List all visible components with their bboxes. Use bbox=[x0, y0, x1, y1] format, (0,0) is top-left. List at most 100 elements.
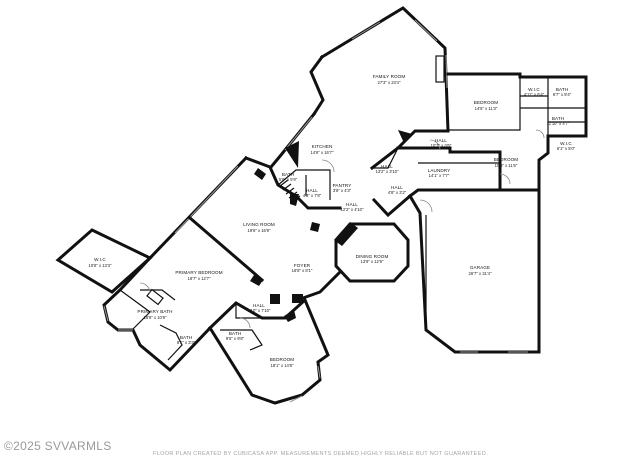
window bbox=[174, 165, 239, 234]
svg-text:27'3" x 23'4": 27'3" x 23'4" bbox=[378, 80, 401, 85]
svg-text:HALL: HALL bbox=[391, 185, 403, 190]
floor-plan-disclaimer: FLOOR PLAN CREATED BY CUBICASA APP. MEAS… bbox=[153, 451, 488, 457]
svg-text:14'1" x 7'7": 14'1" x 7'7" bbox=[429, 173, 450, 178]
room-label-dining-room: DINING ROOM 13'9" x 12'9" bbox=[356, 254, 389, 264]
door-swing bbox=[535, 129, 545, 139]
room-label-laundry: LAUNDRY 14'1" x 7'7" bbox=[428, 168, 451, 178]
svg-text:W.I.C: W.I.C bbox=[528, 87, 540, 92]
svg-text:LAUNDRY: LAUNDRY bbox=[428, 168, 451, 173]
foyer-south-wall bbox=[301, 269, 343, 300]
svg-text:LIVING ROOM: LIVING ROOM bbox=[243, 222, 275, 227]
svg-text:4'3" x 7'8": 4'3" x 7'8" bbox=[303, 193, 322, 198]
room-label-wic-ne: W.I.C 4'11" x 6'4" bbox=[524, 87, 545, 97]
room-label-bedroom-e: BEDROOM 15'9" x 11'6" bbox=[494, 157, 518, 168]
hall-wall bbox=[235, 303, 262, 319]
room-label-hall-pantry: HALL 12'2" x 4'10" bbox=[341, 202, 364, 212]
svg-text:16'8" x 8'1": 16'8" x 8'1" bbox=[292, 268, 313, 273]
svg-text:BATH: BATH bbox=[229, 331, 241, 336]
svg-text:10'8" x 13'3": 10'8" x 13'3" bbox=[89, 263, 112, 268]
bath-wall bbox=[547, 77, 586, 109]
svg-text:BATH: BATH bbox=[552, 116, 564, 121]
room-label-bath-s: BATH 9'6" x 9'8" bbox=[226, 331, 245, 341]
room-label-bath-sw: BATH 8'1" x 3'3" bbox=[177, 335, 196, 345]
window bbox=[284, 116, 313, 151]
vanity bbox=[146, 288, 164, 306]
svg-text:HALL: HALL bbox=[381, 164, 393, 169]
svg-text:HALL: HALL bbox=[435, 138, 447, 143]
room-label-kitchen: KITCHEN 14'6" x 16'7" bbox=[311, 144, 334, 155]
svg-text:HALL: HALL bbox=[346, 202, 358, 207]
hall-wall bbox=[372, 147, 399, 169]
door-swing bbox=[321, 159, 335, 173]
laundry-walls bbox=[396, 146, 502, 199]
svg-text:18'8" x 10'8": 18'8" x 10'8" bbox=[144, 315, 167, 320]
window bbox=[317, 365, 321, 379]
svg-text:4'8" x 3'2": 4'8" x 3'2" bbox=[388, 190, 407, 195]
svg-text:FOYER: FOYER bbox=[294, 263, 311, 268]
family-room-walls bbox=[319, 6, 450, 171]
family-room-west-wall bbox=[309, 54, 325, 117]
room-label-hall-sw: HALL 5'10" x 7'10" bbox=[248, 303, 271, 313]
svg-text:HALL: HALL bbox=[253, 303, 265, 308]
closet-wall bbox=[140, 289, 176, 301]
column bbox=[334, 222, 358, 246]
svg-text:BATH: BATH bbox=[282, 172, 294, 177]
door-swing bbox=[499, 173, 511, 185]
bedroom-ne-wall bbox=[448, 77, 521, 131]
svg-text:8'1" x 3'3": 8'1" x 3'3" bbox=[177, 340, 196, 345]
column bbox=[254, 168, 266, 180]
bath-s-wall bbox=[220, 329, 263, 351]
room-label-bath-ne-2: BATH 11'10" x 4'7" bbox=[547, 116, 570, 126]
svg-text:19'6" x 16'9": 19'6" x 16'9" bbox=[248, 228, 271, 233]
bath-wall bbox=[520, 107, 549, 136]
svg-text:11'10" x 4'7": 11'10" x 4'7" bbox=[547, 121, 570, 126]
column bbox=[270, 294, 280, 304]
svg-text:HALL: HALL bbox=[306, 188, 318, 193]
window bbox=[103, 305, 109, 322]
svg-text:PRIMARY BEDROOM: PRIMARY BEDROOM bbox=[175, 270, 222, 275]
svg-text:26'7" x 31'4": 26'7" x 31'4" bbox=[469, 271, 492, 276]
window bbox=[351, 21, 381, 40]
column bbox=[284, 310, 296, 322]
copyright-watermark: ©2025 SVVARMLS bbox=[4, 439, 112, 453]
column bbox=[310, 222, 320, 232]
svg-text:DINING ROOM: DINING ROOM bbox=[356, 254, 389, 259]
room-label-bedroom-s: BEDROOM 18'1" x 14'8" bbox=[270, 357, 294, 368]
primary-bath-wall bbox=[119, 289, 151, 331]
svg-text:3'8" x 4'3": 3'8" x 4'3" bbox=[333, 188, 352, 193]
svg-text:5'10" x 7'10": 5'10" x 7'10" bbox=[248, 308, 271, 313]
svg-text:FAMILY ROOM: FAMILY ROOM bbox=[373, 74, 406, 79]
svg-text:12'2" x 4'10": 12'2" x 4'10" bbox=[341, 207, 364, 212]
room-label-hall-ne: HALL 10'7" x 3'6" bbox=[431, 138, 452, 148]
svg-text:6'7" x 8'4": 6'7" x 8'4" bbox=[553, 92, 572, 97]
dining-entry-wall bbox=[371, 193, 413, 218]
svg-text:PANTRY: PANTRY bbox=[333, 183, 352, 188]
svg-text:KITCHEN: KITCHEN bbox=[312, 144, 333, 149]
steps bbox=[279, 179, 301, 203]
window bbox=[289, 395, 303, 403]
fireplace bbox=[435, 55, 445, 83]
south-bedroom-walls bbox=[207, 297, 330, 405]
column bbox=[250, 275, 263, 286]
room-label-bath-ne: BATH 6'7" x 8'4" bbox=[553, 87, 572, 97]
room-label-foyer: FOYER 16'8" x 8'1" bbox=[292, 263, 313, 273]
hall-walls bbox=[277, 169, 331, 200]
counter-block bbox=[398, 130, 412, 143]
svg-text:15'9" x 11'6": 15'9" x 11'6" bbox=[495, 163, 518, 168]
room-label-hall-small: HALL 4'8" x 3'2" bbox=[388, 185, 407, 195]
kitchen-counter bbox=[285, 141, 299, 168]
living-room-north-wall bbox=[244, 156, 342, 210]
svg-text:W.I.C: W.I.C bbox=[560, 141, 572, 146]
room-label-primary-bedroom: PRIMARY BEDROOM 18'7" x 12'7" bbox=[175, 270, 222, 281]
room-label-family-room: FAMILY ROOM 27'3" x 23'4" bbox=[373, 74, 406, 85]
ne-wing-walls bbox=[446, 72, 588, 192]
svg-text:10'7" x 3'6": 10'7" x 3'6" bbox=[431, 143, 452, 148]
svg-text:PRIMARY BATH: PRIMARY BATH bbox=[137, 309, 172, 314]
dining-room-walls bbox=[334, 222, 410, 283]
svg-text:BATH: BATH bbox=[556, 87, 568, 92]
room-label-hall-kitchen: HALL 4'3" x 7'8" bbox=[303, 188, 322, 198]
svg-text:W.I.C: W.I.C bbox=[94, 257, 106, 262]
bath-sw-wall bbox=[159, 324, 183, 361]
svg-text:14'5" x 11'3": 14'5" x 11'3" bbox=[475, 106, 498, 111]
